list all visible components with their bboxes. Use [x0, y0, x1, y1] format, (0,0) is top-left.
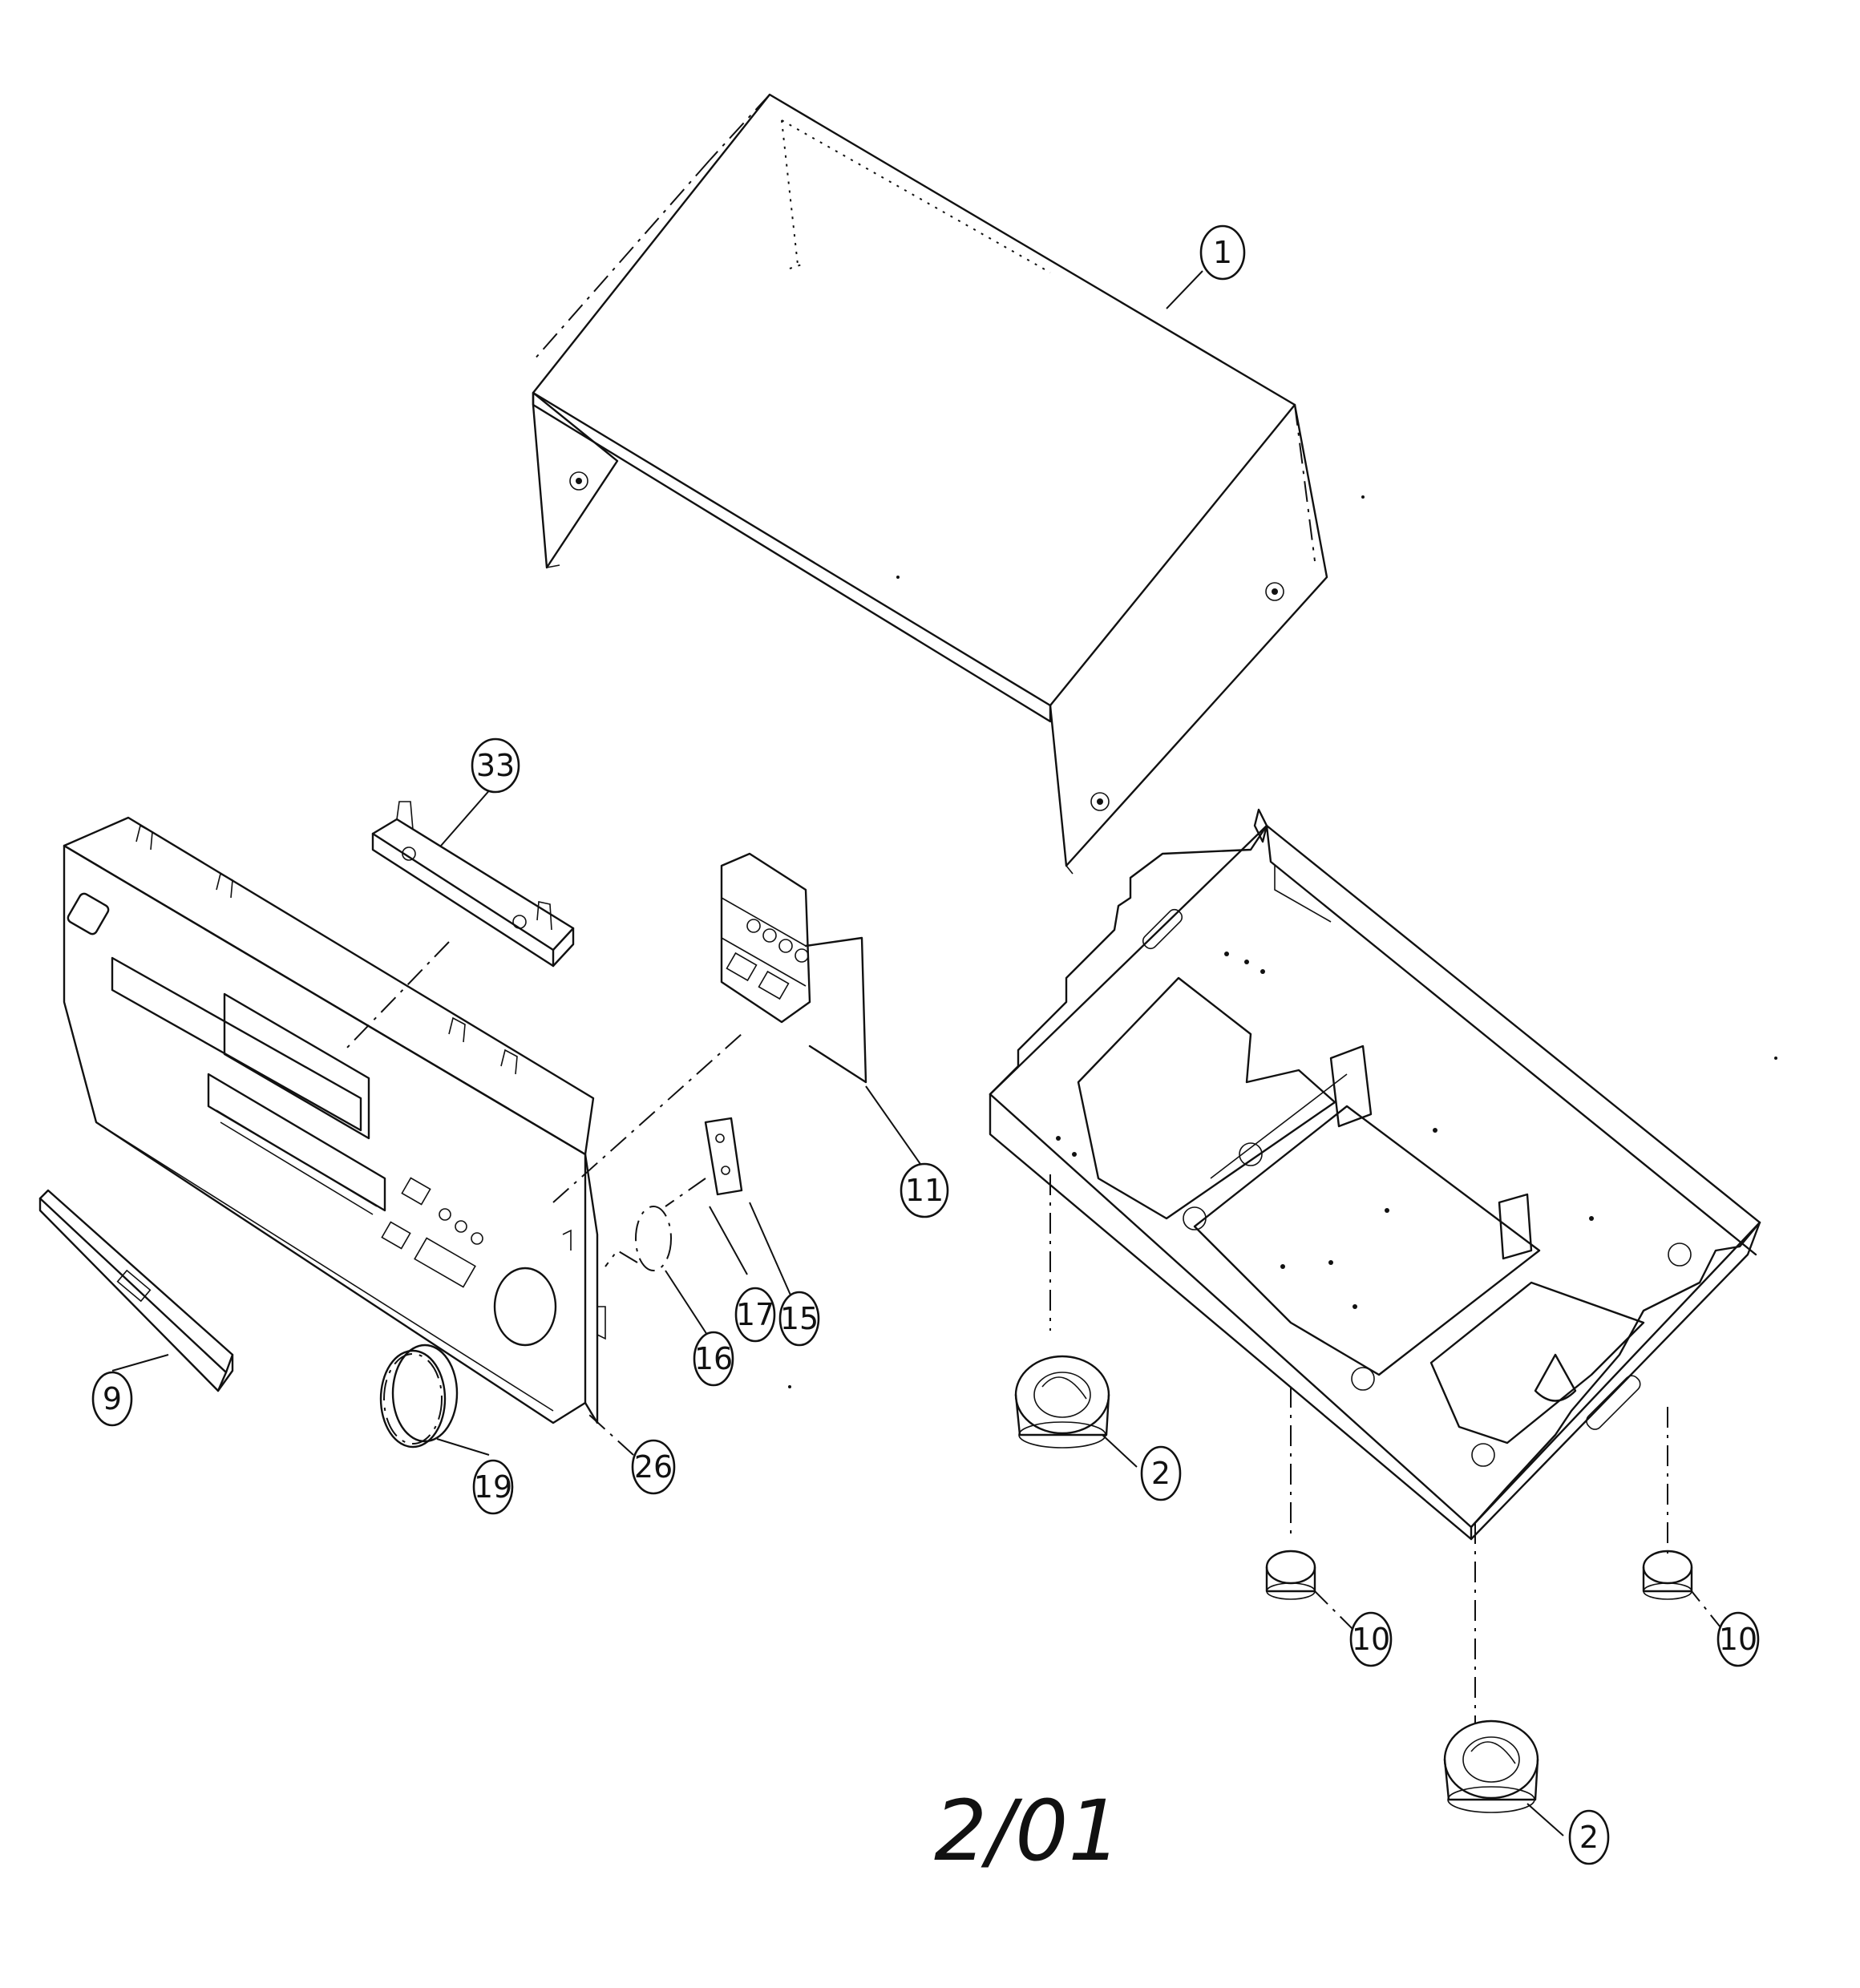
foot-front-part — [1014, 1355, 1110, 1449]
callout-bracket-top: 33 — [471, 737, 520, 794]
callout-label: 26 — [634, 1449, 673, 1485]
callout-label: 11 — [905, 1173, 944, 1208]
callout-label: 17 — [736, 1297, 774, 1332]
callout-label: 9 — [103, 1381, 122, 1416]
callout-cover: 1 — [1199, 224, 1246, 281]
chassis-part — [989, 808, 1761, 1723]
callout-cushion-right: 10 — [1716, 1611, 1760, 1667]
button-holder-part — [720, 852, 867, 1084]
callout-label: 1 — [1213, 235, 1232, 270]
front-strip-part — [38, 1189, 234, 1392]
revision-label: 2/01 — [934, 1782, 1122, 1880]
callout-front-panel: 26 — [631, 1439, 676, 1495]
front-panel-part — [63, 816, 742, 1424]
callout-front-panel-strip: 9 — [91, 1371, 133, 1427]
callout-lens-plate: 15 — [778, 1291, 820, 1347]
callout-label: 2 — [1579, 1820, 1599, 1855]
leader-lines — [111, 270, 1725, 1836]
callout-lens-cover: 17 — [734, 1287, 776, 1343]
foot-rear-part — [1443, 1719, 1539, 1813]
callout-label: 19 — [474, 1469, 512, 1505]
callout-label: 2 — [1151, 1456, 1171, 1491]
top-bracket-part — [344, 801, 575, 1051]
callout-label: 10 — [1352, 1622, 1390, 1657]
callout-label: 15 — [780, 1301, 819, 1336]
callout-foot-front: 2 — [1140, 1445, 1182, 1501]
callout-label: 16 — [694, 1341, 733, 1376]
callout-volume-knob: 19 — [472, 1459, 514, 1515]
callout-foot-rear: 2 — [1568, 1809, 1610, 1865]
callout-label: 33 — [476, 748, 515, 783]
cushion-right-part — [1642, 1550, 1693, 1600]
cushion-left-part — [1265, 1550, 1316, 1600]
callout-cushion-left: 10 — [1349, 1611, 1393, 1667]
callout-label: 10 — [1719, 1622, 1757, 1657]
lens-parts — [604, 1117, 743, 1271]
volume-knob-part — [379, 1344, 459, 1449]
callout-button-holder: 11 — [900, 1162, 949, 1218]
top-cover-part — [532, 93, 1328, 875]
callout-lens: 16 — [693, 1331, 734, 1387]
